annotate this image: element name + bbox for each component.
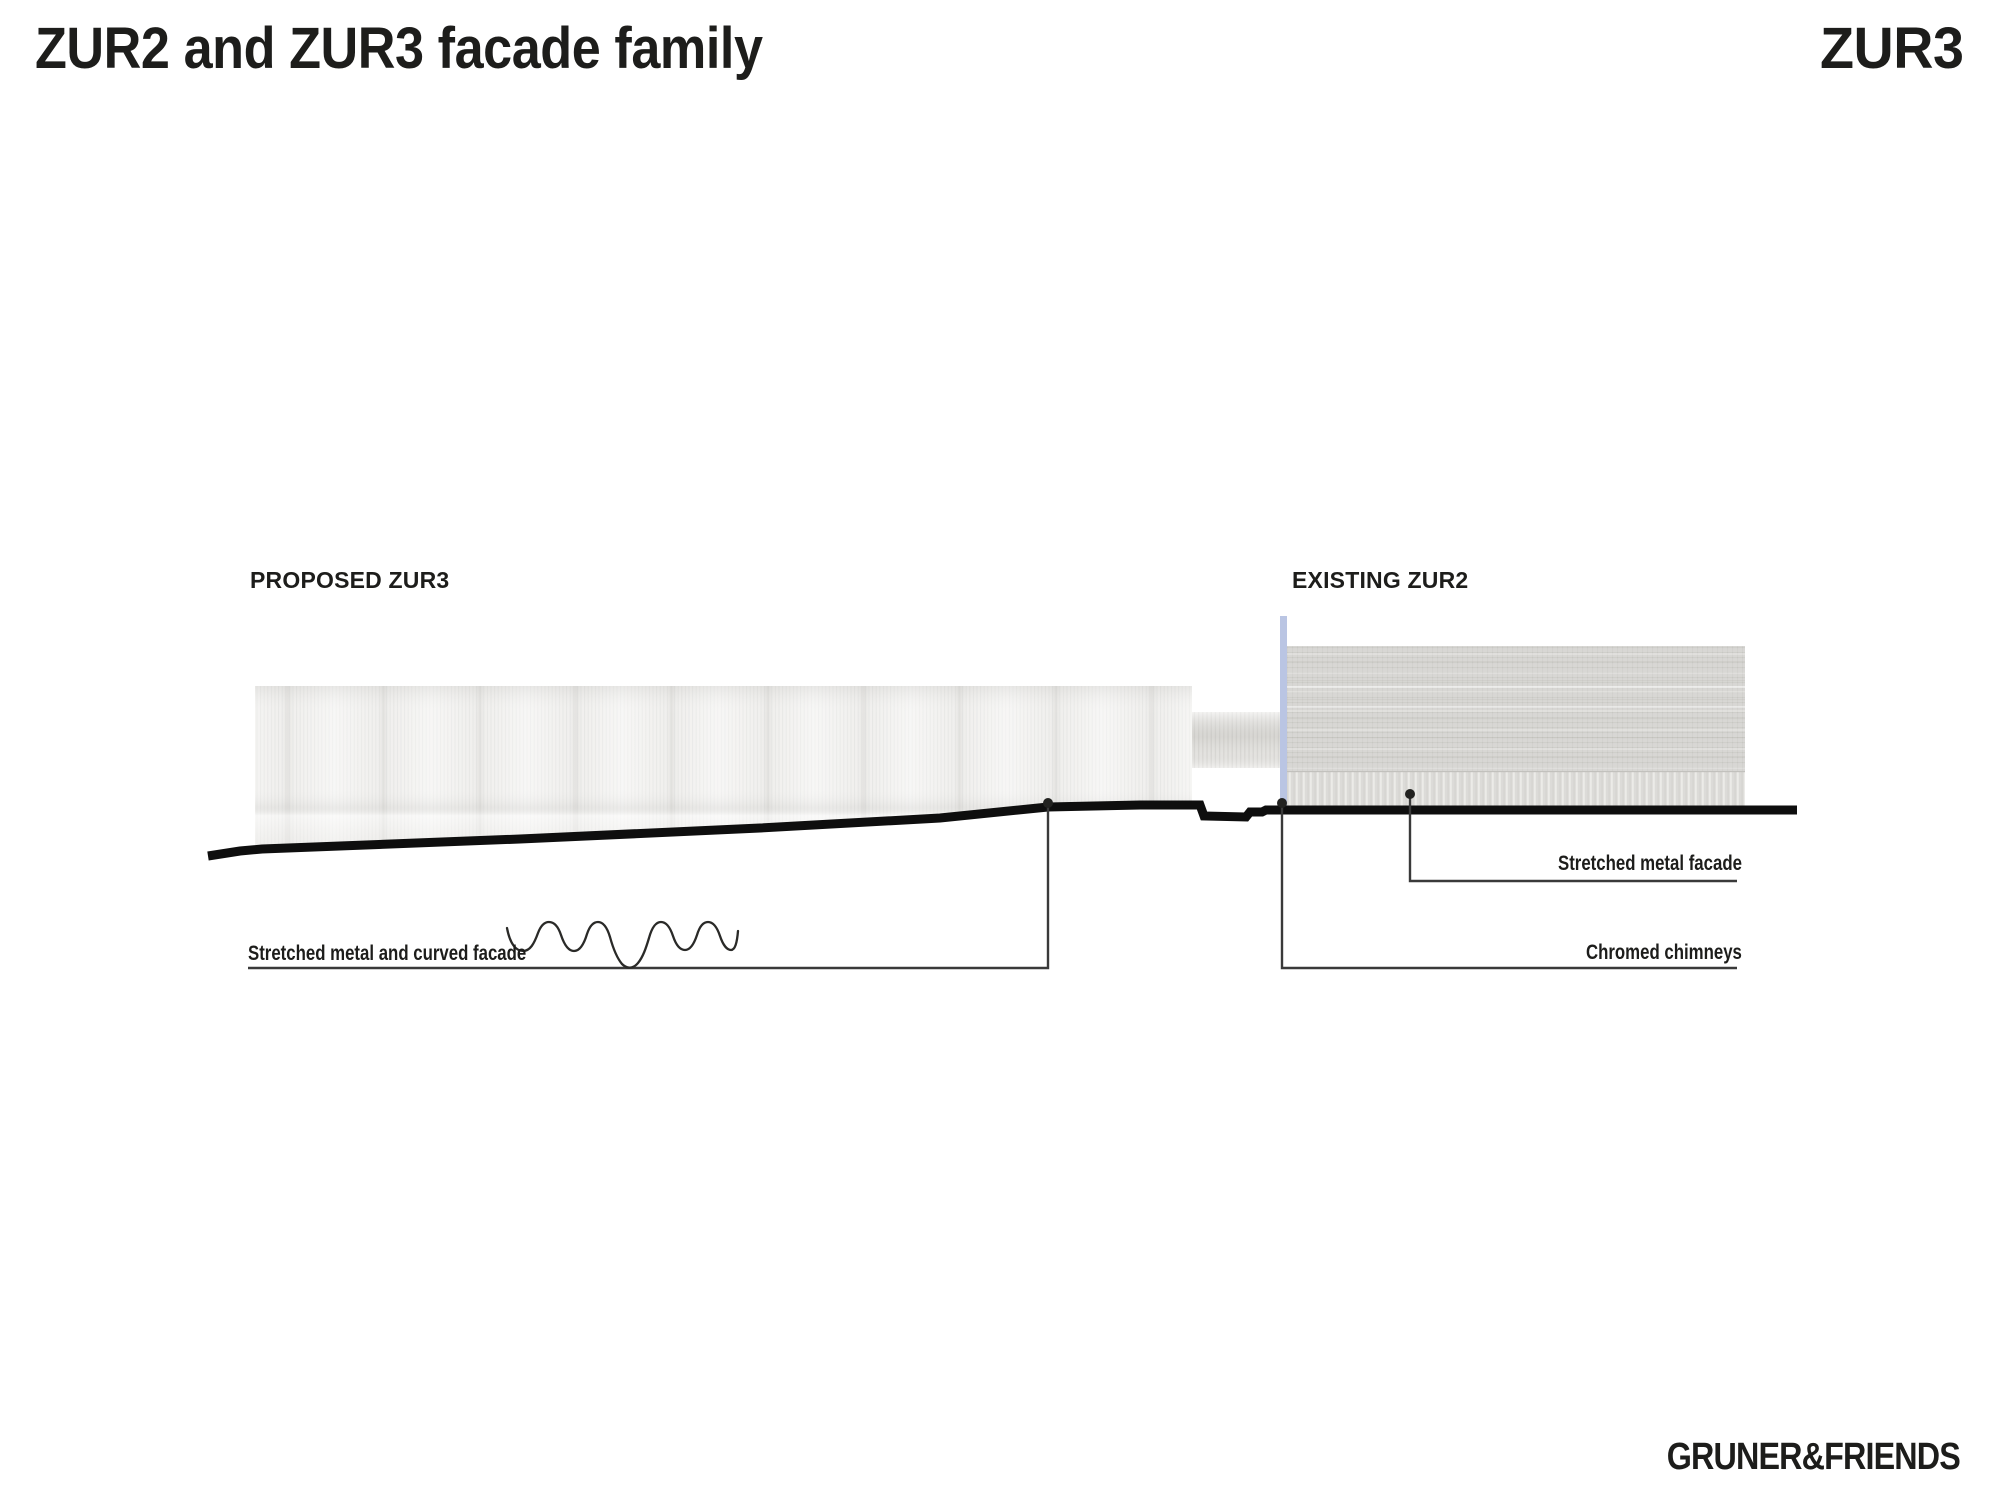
company-logo: GRUNER&FRIENDS [1666, 1436, 1961, 1478]
leader-dot-curved-facade [1043, 798, 1053, 808]
leader-line-metal-facade [1408, 794, 1737, 883]
project-code: ZUR3 [1819, 16, 1964, 81]
leader-dot-metal-facade [1405, 789, 1415, 799]
annotation-metal-facade: Stretched metal facade [1558, 852, 1742, 875]
leader-line-chimneys [1280, 803, 1737, 970]
link-bridge [1192, 712, 1280, 768]
leader-line-curved-facade [248, 803, 1050, 970]
existing-building-facade [1287, 646, 1745, 806]
curved-facade-squiggle [505, 920, 740, 969]
proposed-section-label: PROPOSED ZUR3 [250, 567, 450, 593]
proposed-building-facade [255, 686, 1192, 848]
annotation-curved-facade: Stretched metal and curved facade [248, 942, 527, 965]
joint-divider-line [1280, 616, 1287, 806]
existing-base-band [1287, 772, 1745, 806]
existing-section-label: EXISTING ZUR2 [1292, 567, 1469, 593]
leader-dot-chimneys [1277, 798, 1287, 808]
annotation-chimneys: Chromed chimneys [1586, 941, 1742, 964]
page-title: ZUR2 and ZUR3 facade family [35, 16, 763, 81]
ground-line [207, 800, 1797, 861]
